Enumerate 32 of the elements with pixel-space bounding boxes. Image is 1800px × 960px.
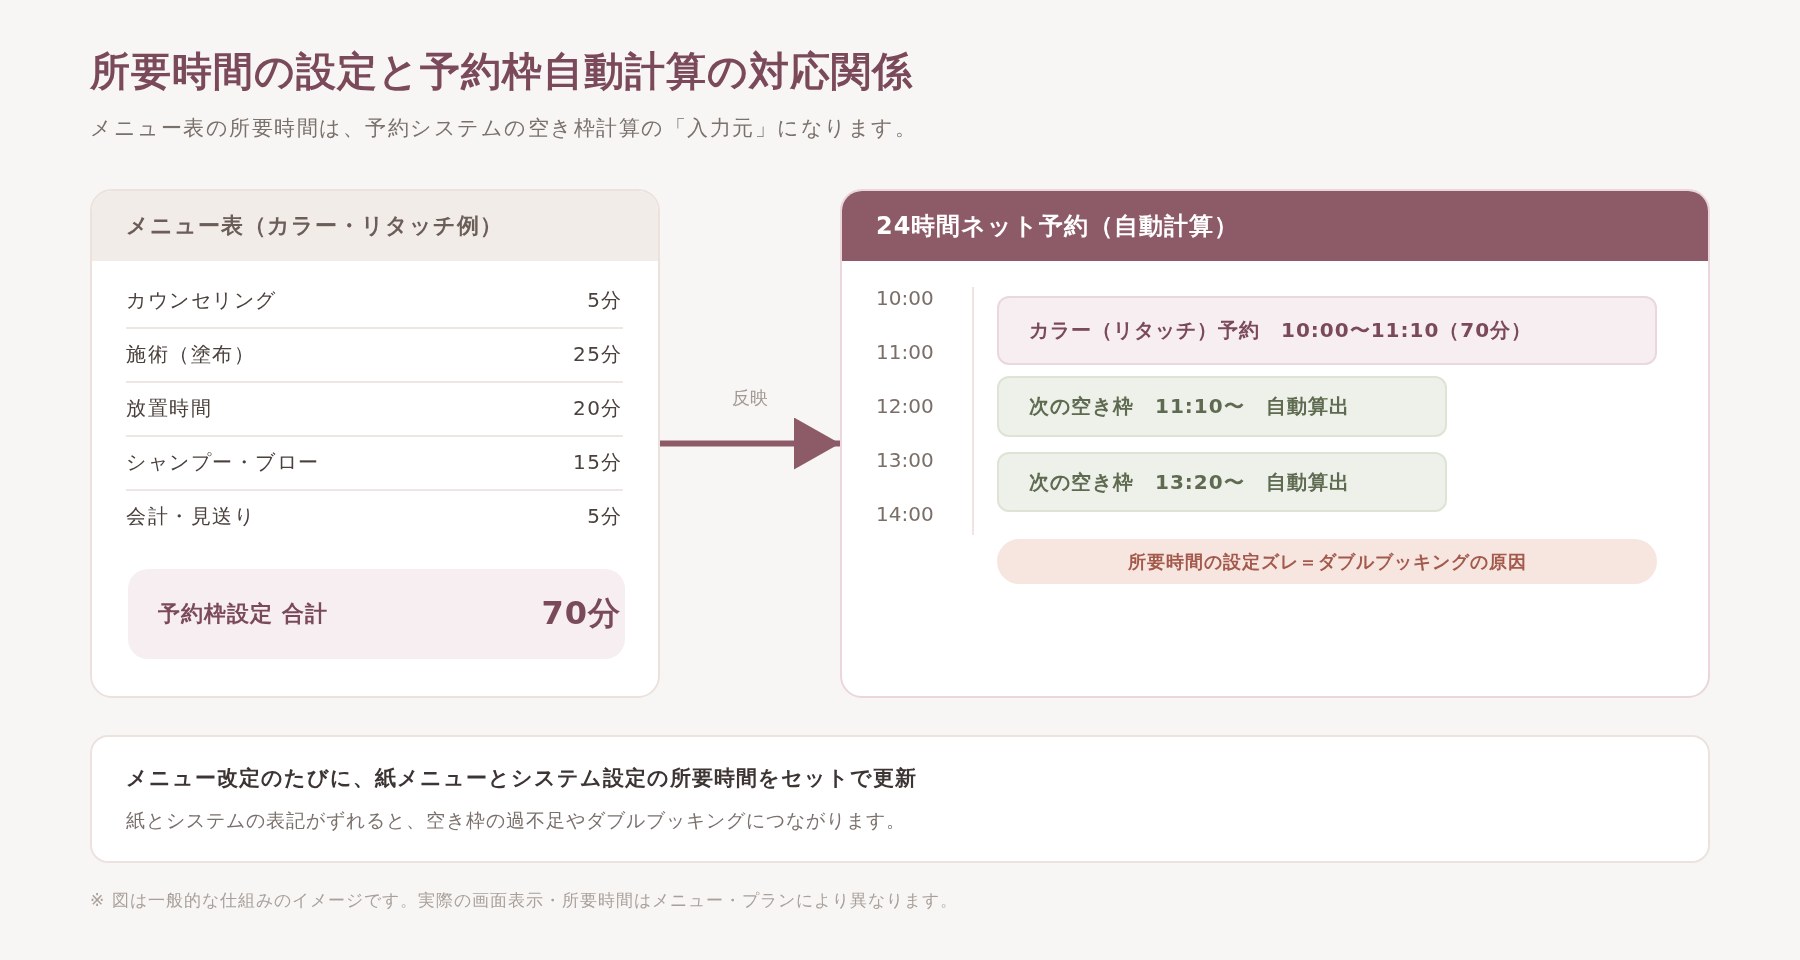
menu-panel <box>90 189 660 698</box>
footnote: ※ 図は一般的な仕組みのイメージです。実際の画面表示・所要時間はメニュー・プランにより異なります。 <box>90 889 958 912</box>
free-slot-block: 次の空き枠 11:10〜 自動算出 <box>997 376 1447 437</box>
total-label: 予約枠設定 合計 <box>158 600 328 628</box>
note-card <box>90 735 1710 863</box>
duration-value: 20分 <box>573 395 623 422</box>
menu-item-label: カウンセリング <box>126 287 277 314</box>
panel-header: メニュー表（カラー・リタッチ例） <box>92 191 658 261</box>
total-value: 70分 <box>541 593 621 634</box>
duration-value: 5分 <box>587 503 623 530</box>
menu-item-label: 会計・見送り <box>126 503 255 530</box>
time-label: 11:00 <box>876 340 934 364</box>
menu-item-label: 施術（塗布） <box>126 341 255 368</box>
reservation-block: カラー（リタッチ）予約 10:00〜11:10（70分） <box>997 296 1657 365</box>
duration-value: 5分 <box>587 287 623 314</box>
duration-value: 25分 <box>573 341 623 368</box>
subtitle: メニュー表の所要時間は、予約システムの空き枠計算の「入力元」になります。 <box>90 115 917 142</box>
menu-item-label: シャンプー・ブロー <box>126 449 320 476</box>
warning-banner: 所要時間の設定ズレ＝ダブルブッキングの原因 <box>997 539 1657 584</box>
time-label: 13:00 <box>876 448 934 472</box>
duration-value: 15分 <box>573 449 623 476</box>
time-label: 10:00 <box>876 286 934 310</box>
note-heading: メニュー改定のたびに、紙メニューとシステム設定の所要時間をセットで更新 <box>126 765 917 792</box>
time-label: 14:00 <box>876 502 934 526</box>
arrow <box>660 417 840 470</box>
panel-header: 24時間ネット予約（自動計算） <box>842 191 1708 261</box>
free-slot-block: 次の空き枠 13:20〜 自動算出 <box>997 452 1447 512</box>
time-label: 12:00 <box>876 394 934 418</box>
booking-panel <box>840 189 1710 698</box>
title: 所要時間の設定と予約枠自動計算の対応関係 <box>90 46 913 96</box>
note-text: 紙とシステムの表記がずれると、空き枠の過不足やダブルブッキングにつながります。 <box>126 808 906 833</box>
menu-item-label: 放置時間 <box>126 395 212 422</box>
